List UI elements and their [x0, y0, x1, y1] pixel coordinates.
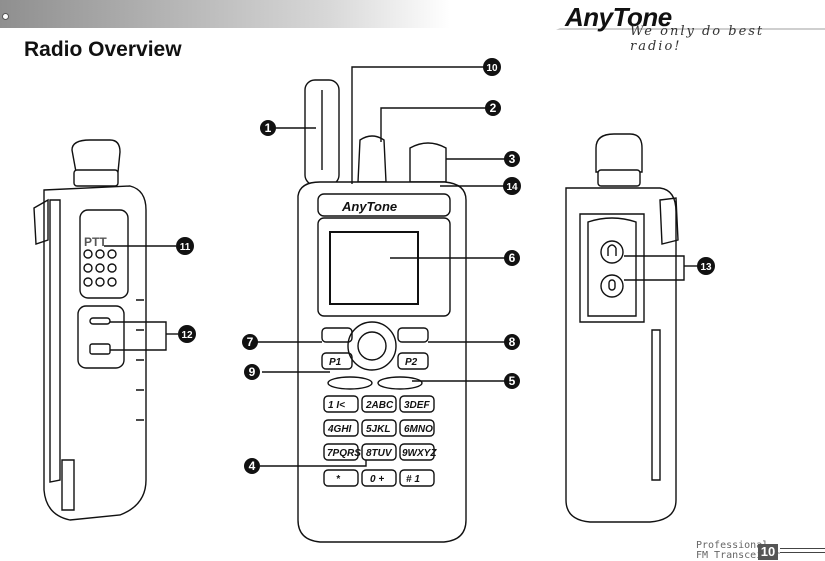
- brand-logo: AnyTone We only do best radio!: [560, 2, 820, 54]
- key-3-label: 3DEF: [404, 400, 430, 411]
- page-number: 10: [758, 544, 778, 560]
- callout-4: 4: [244, 458, 260, 474]
- microphone-jack-icon: [600, 274, 624, 298]
- header-bullet-icon: [2, 13, 9, 20]
- callout-8: 8: [504, 334, 520, 350]
- callout-1: 1: [260, 120, 276, 136]
- page-title: Radio Overview: [24, 38, 182, 61]
- svg-text:13: 13: [700, 262, 712, 273]
- key-6-label: 6MNO: [404, 424, 433, 435]
- callout-7: 7: [242, 334, 258, 350]
- callout-9: 9: [244, 364, 260, 380]
- callout-6: 6: [504, 250, 520, 266]
- channel-knob: [409, 142, 447, 183]
- svg-text:8: 8: [509, 335, 516, 349]
- key-5-label: 5JKL: [366, 424, 390, 435]
- svg-text:14: 14: [506, 182, 518, 193]
- brand-tagline: We only do best radio!: [630, 24, 765, 54]
- radio-front-view: [297, 79, 467, 543]
- key-7-label: 7PQRS: [327, 448, 361, 459]
- key-9-label: 9WXYZ: [402, 448, 437, 459]
- radio-left-side-view: [33, 139, 147, 521]
- svg-text:5: 5: [509, 374, 516, 388]
- nav-ring: [347, 321, 397, 371]
- key-1-label: 1 I<: [328, 400, 345, 411]
- svg-text:3: 3: [509, 152, 516, 166]
- p1-key-label: P1: [329, 357, 342, 368]
- key-hash-label: # 1: [406, 474, 420, 485]
- key-2-label: 2ABC: [365, 400, 394, 411]
- key-0-label: 0 +: [370, 474, 384, 485]
- callout-2: 2: [485, 100, 501, 116]
- ptt-label: PTT: [84, 235, 107, 249]
- key-8-label: 8TUV: [366, 448, 393, 459]
- callout-5: 5: [504, 373, 520, 389]
- front-logo: AnyTone: [341, 199, 397, 214]
- volume-knob: [357, 135, 387, 183]
- footer-line-2: FM Transceiver: [696, 550, 781, 561]
- callout-14: 14: [503, 177, 521, 195]
- speaker-grille-dots: [83, 249, 117, 287]
- earphone-jack-icon: [600, 240, 624, 264]
- callout-3: 3: [504, 151, 520, 167]
- callout-13: 13: [697, 257, 715, 275]
- svg-text:2: 2: [490, 101, 497, 115]
- callout-10: 10: [483, 58, 501, 76]
- brand-name: AnyTone: [565, 2, 672, 32]
- footer-line-1: Professional: [696, 540, 769, 551]
- key-star-label: *: [336, 474, 341, 485]
- header-band: [0, 0, 825, 40]
- footer-rule-2: [780, 552, 825, 553]
- svg-text:10: 10: [486, 63, 498, 74]
- callout-12: 12: [178, 325, 196, 343]
- svg-text:11: 11: [180, 242, 191, 253]
- svg-text:7: 7: [247, 335, 254, 349]
- radio-right-side-view: [565, 133, 679, 523]
- leader-lines: [104, 66, 698, 467]
- svg-text:6: 6: [509, 251, 516, 265]
- svg-text:12: 12: [181, 330, 193, 341]
- footer-rule-1: [780, 548, 825, 549]
- svg-text:1: 1: [265, 121, 272, 135]
- keypad: [323, 395, 435, 487]
- callout-11: 11: [176, 237, 194, 255]
- accessory-port-cover: [587, 217, 637, 317]
- lcd-display: [329, 231, 419, 305]
- p2-key-label: P2: [405, 357, 418, 368]
- key-4-label: 4GHI: [327, 424, 352, 435]
- svg-text:4: 4: [249, 459, 256, 473]
- svg-text:9: 9: [249, 365, 256, 379]
- header-swoosh: [0, 0, 825, 30]
